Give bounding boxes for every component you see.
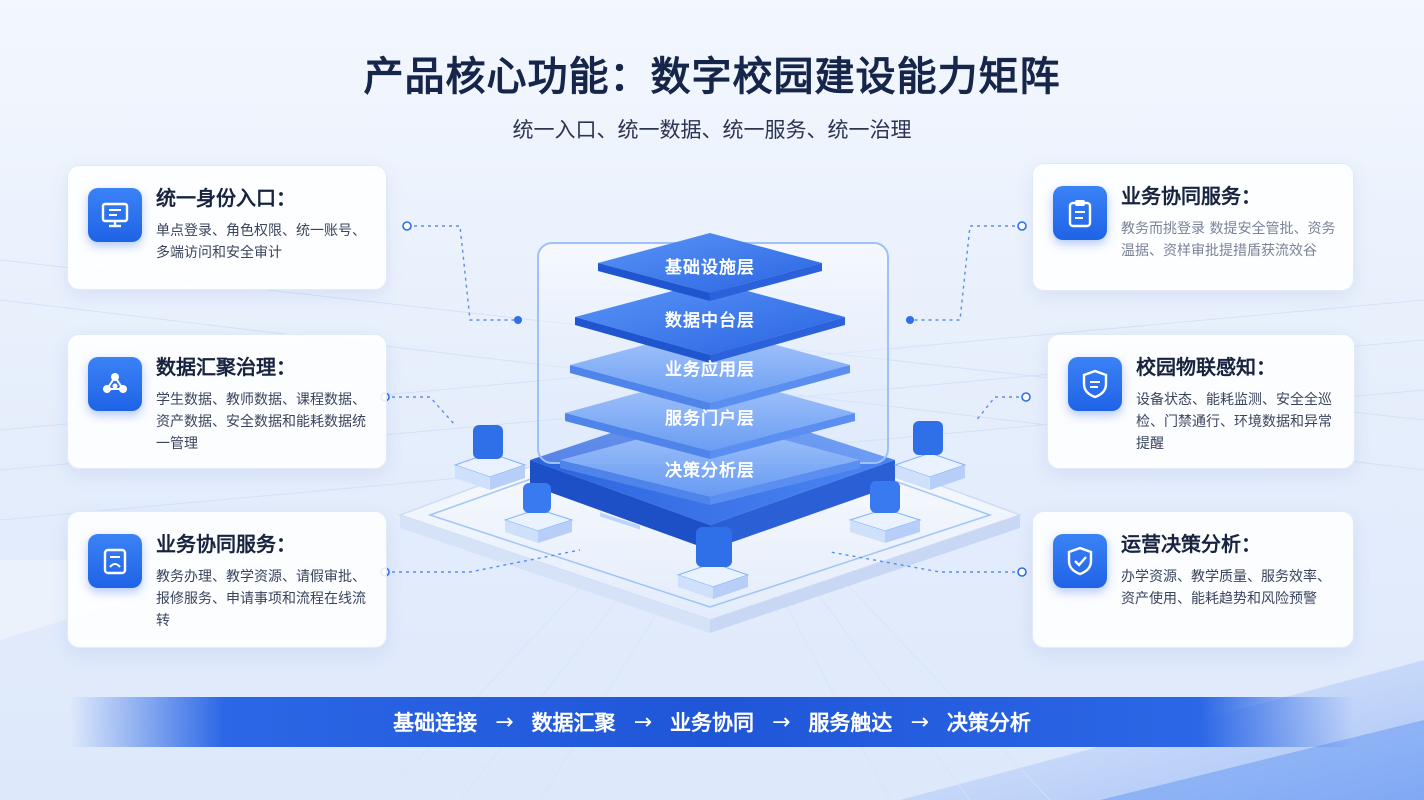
shield-icon: [1068, 357, 1122, 411]
node-cube-right: [893, 421, 967, 490]
page-subtitle: 统一入口、统一数据、统一服务、统一治理: [512, 118, 912, 142]
card-description: 教务办理、教学资源、请假审批、报修服务、申请事项和流程在线流转: [156, 569, 366, 629]
card-data-governance: 数据汇聚治理： 学生数据、教师数据、课程数据、资产数据、安全数据和能耗数据统一管…: [67, 334, 387, 469]
card-business-collaboration-left: 业务协同服务： 教务办理、教学资源、请假审批、报修服务、申请事项和流程在线流转: [67, 511, 387, 648]
flow-step-1: 基础连接: [393, 711, 478, 735]
node-cube-lower-left: [503, 483, 574, 543]
flow-step-5: 决策分析: [946, 711, 1031, 735]
layer-label-application: 业务应用层: [665, 360, 755, 380]
card-description: 教务而挑登录 数提安全管批、资务温据、资样审批提措盾获流效谷: [1121, 221, 1336, 259]
arrow-right-icon: →: [633, 709, 652, 735]
architecture-diagram: [397, 233, 1023, 633]
layer-shape-portal: [565, 373, 855, 451]
card-title: 校园物联感知：: [1136, 355, 1276, 379]
page-title: 产品核心功能：数字校园建设能力矩阵: [363, 54, 1061, 100]
card-operation-decision: 运营决策分析： 办学资源、教学质量、服务效率、资产使用、能耗趋势和风险预警: [1032, 511, 1354, 648]
clipboard-icon: [1053, 186, 1107, 240]
document-workflow-icon: [88, 534, 142, 588]
card-business-collaboration-right: 业务协同服务： 教务而挑登录 数提安全管批、资务温据、资样审批提措盾获流效谷: [1032, 163, 1354, 291]
arrow-right-icon: →: [495, 709, 514, 735]
card-title: 统一身份入口：: [156, 186, 296, 210]
arrow-right-icon: →: [910, 709, 929, 735]
flow-step-4: 服务触达: [808, 711, 893, 735]
card-title: 运营决策分析：: [1121, 532, 1261, 556]
layer-label-portal: 服务门户层: [665, 409, 755, 429]
card-description: 单点登录、角色权限、统一账号、多端访问和安全审计: [156, 223, 366, 261]
card-title: 数据汇聚治理：: [156, 355, 296, 379]
flow-step-3: 业务协同: [670, 711, 754, 735]
flow-step-2: 数据汇聚: [531, 711, 616, 735]
layer-label-decision: 决策分析层: [665, 461, 755, 481]
flow-banner: 基础连接 → 数据汇聚 → 业务协同 → 服务触达 → 决策分析: [70, 697, 1354, 747]
shield-check-icon: [1053, 534, 1107, 588]
node-cube-lower-right: [848, 481, 922, 543]
card-description: 设备状态、能耗监测、安全全巡检、门禁通行、环境数据和异常提醒: [1136, 392, 1332, 452]
node-cube-left: [453, 425, 527, 490]
card-title: 业务协同服务：: [156, 532, 296, 556]
card-unified-identity: 统一身份入口： 单点登录、角色权限、统一账号、多端访问和安全审计: [67, 165, 387, 290]
arrow-right-icon: →: [772, 709, 791, 735]
network-nodes-icon: [88, 357, 142, 411]
card-title: 业务协同服务：: [1121, 184, 1261, 208]
layer-label-infrastructure: 基础设施层: [665, 258, 755, 278]
layer-label-datacenter: 数据中台层: [665, 311, 755, 331]
card-description: 办学资源、教学质量、服务效率、资产使用、能耗趋势和风险预警: [1121, 569, 1331, 607]
card-description: 学生数据、教师数据、课程数据、资产数据、安全数据和能耗数据统一管理: [156, 392, 366, 452]
monitor-icon: [88, 188, 142, 242]
card-campus-iot: 校园物联感知： 设备状态、能耗监测、安全全巡检、门禁通行、环境数据和异常提醒: [1047, 334, 1355, 469]
node-cube-bottom: [676, 527, 750, 599]
layer-shape-datacenter: [575, 281, 845, 355]
